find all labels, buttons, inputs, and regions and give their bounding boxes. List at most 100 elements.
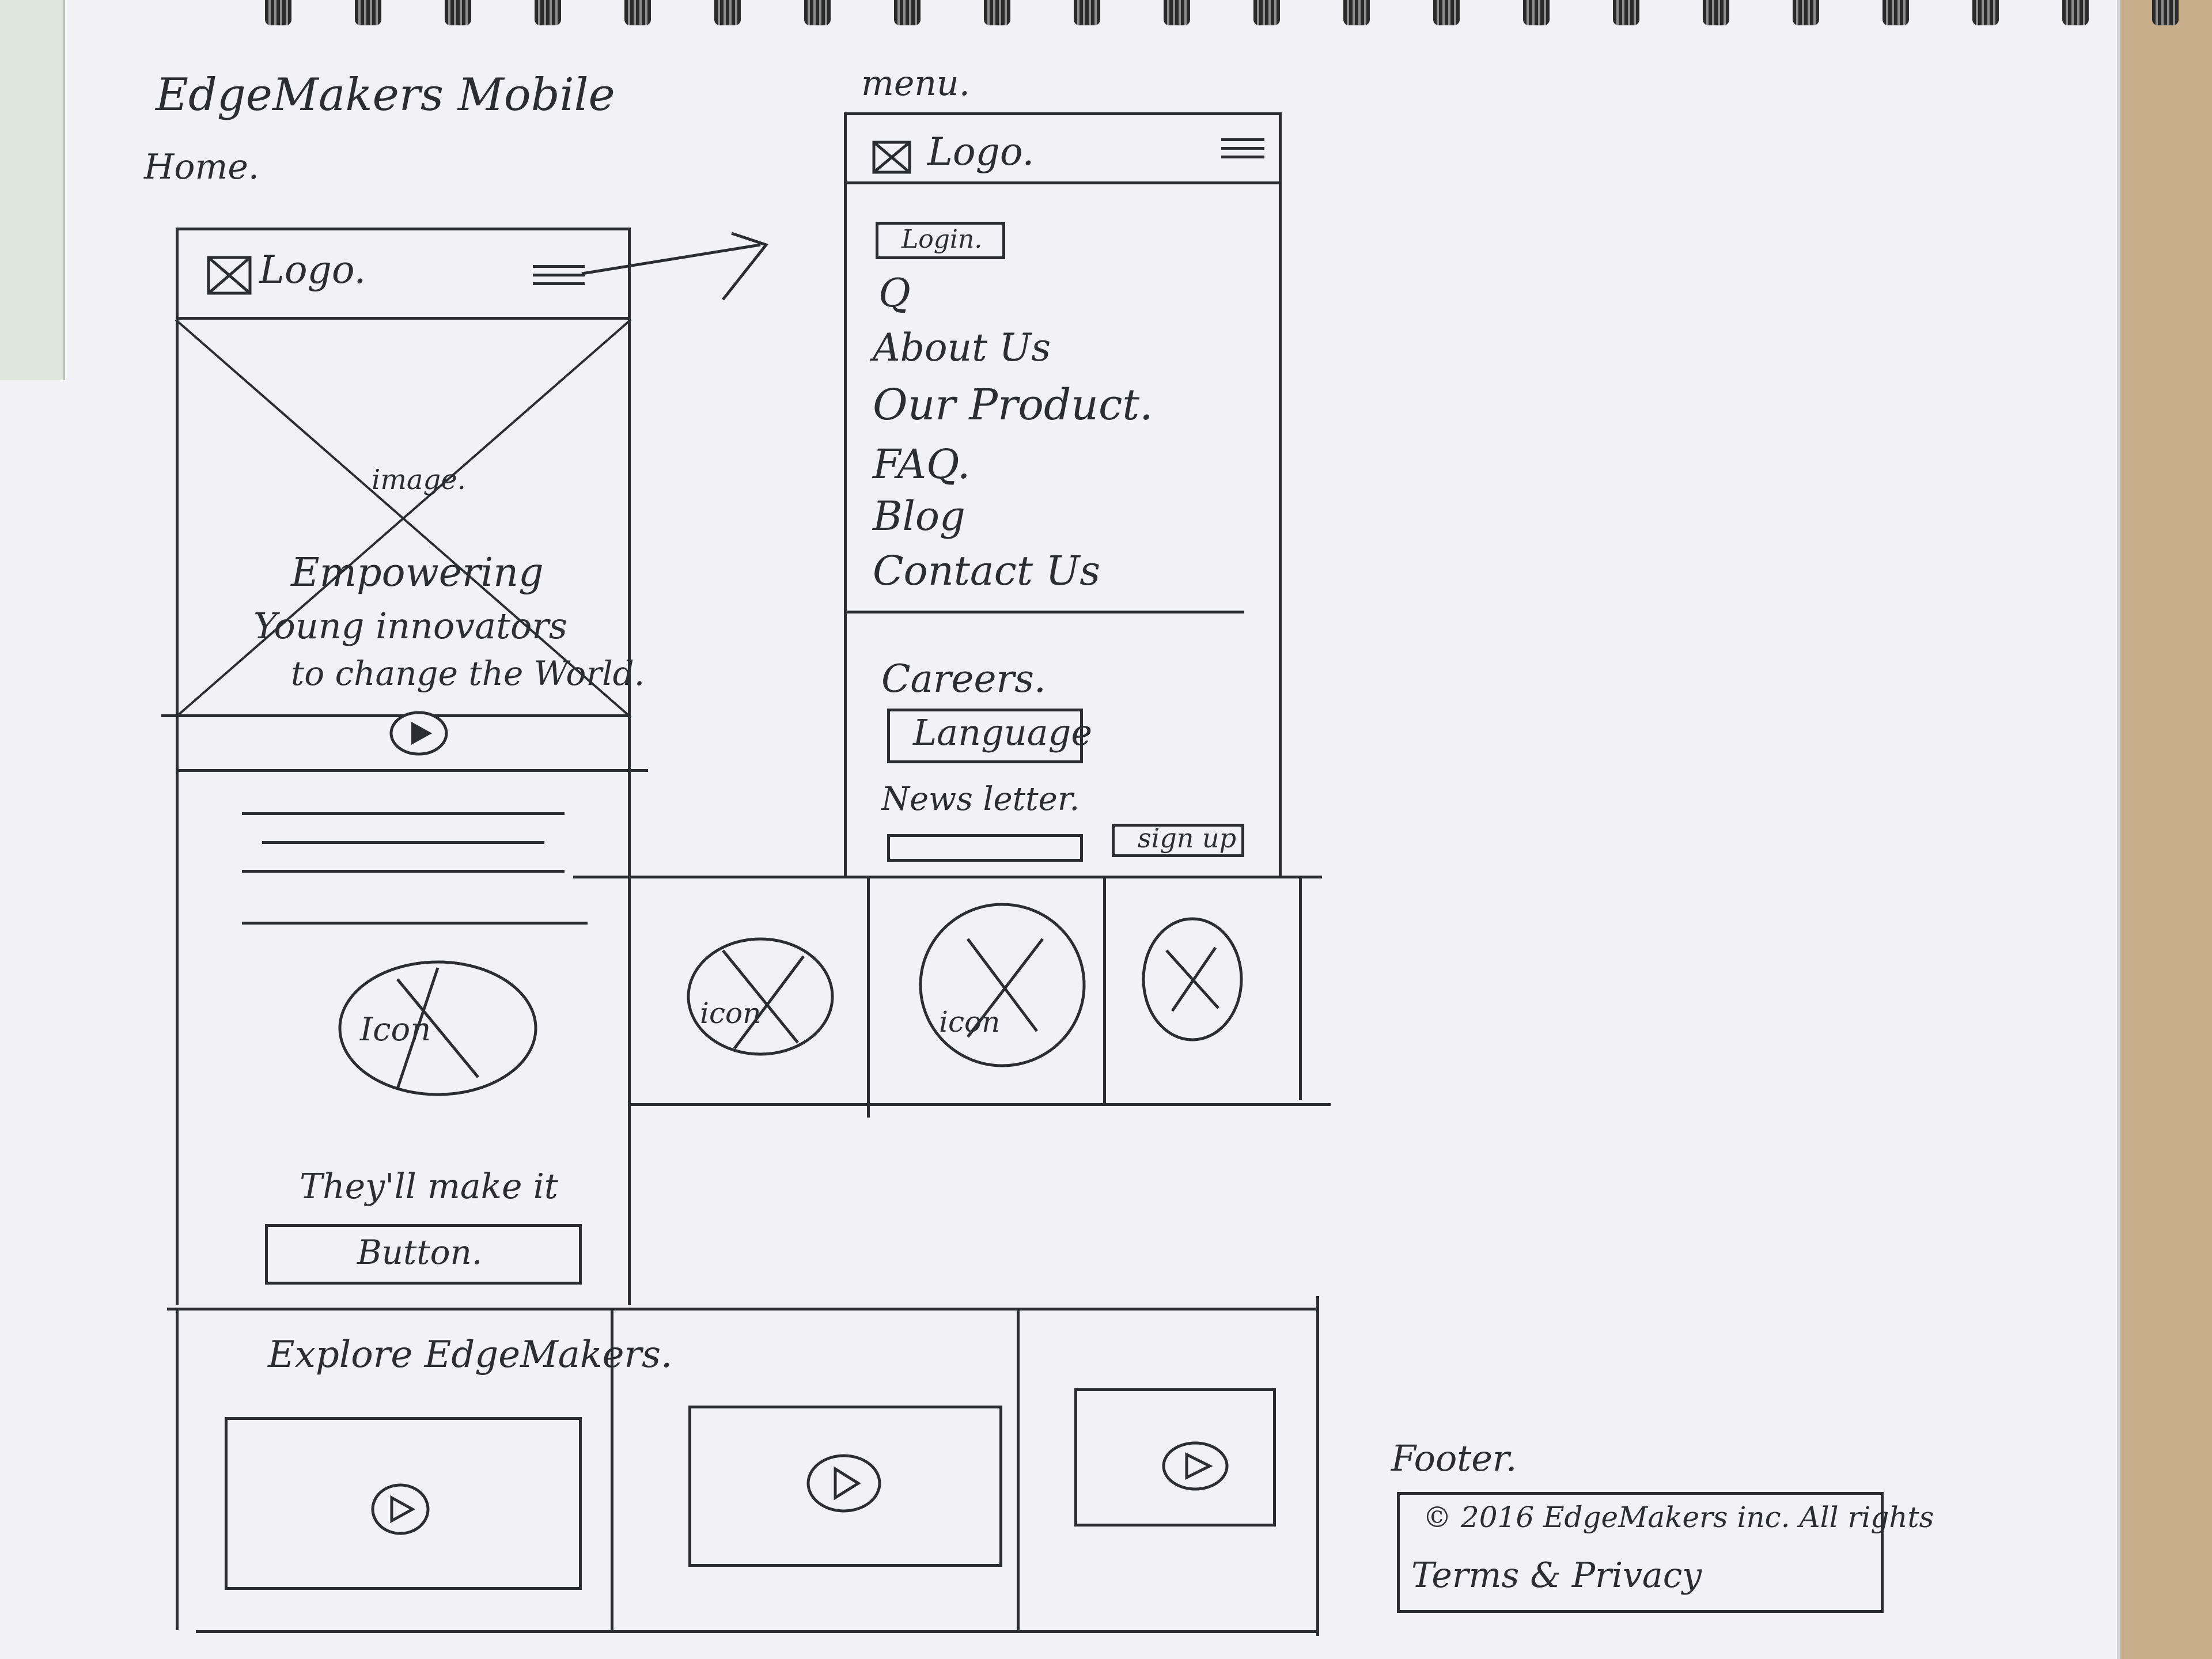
footer-frame xyxy=(1397,1492,1884,1613)
menu-divider xyxy=(847,611,1244,613)
home-icon-label: Icon xyxy=(360,1011,431,1048)
spiral-binding xyxy=(0,0,2179,30)
icon-strip-left-border xyxy=(628,899,631,1100)
menu-item-contact[interactable]: Contact Us xyxy=(873,547,1101,594)
menu-item-about[interactable]: About Us xyxy=(873,325,1051,370)
footer-terms-link[interactable]: Terms & Privacy xyxy=(1411,1555,1702,1596)
desk-surface xyxy=(2120,0,2212,1659)
hero-headline-3: to change the World. xyxy=(291,654,645,693)
spiral-ring xyxy=(445,0,471,25)
hero-play-icon[interactable] xyxy=(387,707,450,759)
signup-button-label: sign up xyxy=(1138,823,1237,854)
home-icon-placeholder xyxy=(338,960,537,1096)
text-placeholder-line-1 xyxy=(242,812,565,815)
icon-strip-top-line xyxy=(573,876,1322,878)
icon-strip-divider-2 xyxy=(1103,876,1106,1106)
newsletter-email-input[interactable] xyxy=(887,834,1083,862)
explore-right-border xyxy=(1316,1296,1319,1636)
spiral-ring xyxy=(1703,0,1729,25)
strip-icon-placeholder-3 xyxy=(1142,917,1243,1041)
spiral-ring xyxy=(984,0,1010,25)
home-header-divider xyxy=(176,317,631,320)
cta-button[interactable] xyxy=(265,1224,582,1285)
text-placeholder-line-4 xyxy=(242,922,588,925)
spiral-ring xyxy=(804,0,831,25)
home-logo-text: Logo. xyxy=(259,248,366,292)
explore-divider-1 xyxy=(611,1308,613,1630)
spiral-ring xyxy=(1074,0,1100,25)
spiral-ring xyxy=(1972,0,1999,25)
strip-icon-label-1: icon xyxy=(700,997,762,1030)
spiral-ring xyxy=(2062,0,2089,25)
hamburger-menu-icon[interactable] xyxy=(533,259,585,291)
strip-icon-placeholder-1 xyxy=(687,937,834,1056)
spiral-ring xyxy=(1433,0,1460,25)
spiral-ring xyxy=(355,0,381,25)
icon-strip-divider-1 xyxy=(867,876,870,1118)
cta-button-label: Button. xyxy=(357,1233,483,1272)
spiral-ring xyxy=(1613,0,1639,25)
sketch-title: EdgeMakers Mobile xyxy=(156,69,615,121)
explore-video-card-2[interactable] xyxy=(688,1406,1002,1567)
video-play-icon-3[interactable] xyxy=(1161,1440,1230,1492)
spiral-ring xyxy=(535,0,561,25)
hero-image-placeholder xyxy=(175,319,632,718)
newsletter-label: News letter. xyxy=(881,781,1080,818)
menu-logo-text: Logo. xyxy=(927,130,1035,174)
signup-button[interactable] xyxy=(1112,824,1244,857)
menu-logo-icon xyxy=(872,141,911,174)
spiral-ring xyxy=(1343,0,1370,25)
search-icon[interactable]: Q xyxy=(878,271,911,316)
spiral-ring xyxy=(1164,0,1190,25)
menu-header-divider xyxy=(844,181,1282,184)
hero-section-divider xyxy=(176,769,648,772)
spiral-ring xyxy=(265,0,291,25)
tagline-text: They'll make it xyxy=(300,1166,558,1207)
spiral-ring xyxy=(624,0,651,25)
menu-hamburger-icon[interactable] xyxy=(1221,132,1264,164)
explore-video-card-3[interactable] xyxy=(1074,1388,1276,1527)
menu-label: menu. xyxy=(861,63,970,104)
menu-item-product[interactable]: Our Product. xyxy=(873,380,1153,430)
explore-left-border xyxy=(176,1308,179,1630)
strip-icon-label-2: icon xyxy=(939,1005,1001,1039)
footer-label: Footer. xyxy=(1391,1437,1517,1479)
home-logo-icon xyxy=(207,256,252,295)
explore-bottom-line xyxy=(196,1630,1319,1633)
spiral-ring xyxy=(1883,0,1909,25)
text-placeholder-line-3 xyxy=(242,870,565,873)
spiral-ring xyxy=(1793,0,1819,25)
footer-copyright: © 2016 EdgeMakers inc. All rights xyxy=(1423,1501,1934,1534)
hero-bottom-line xyxy=(161,714,631,717)
side-sticker xyxy=(0,0,65,380)
home-label: Home. xyxy=(144,147,259,187)
login-button[interactable] xyxy=(876,222,1005,259)
home-phone-frame xyxy=(176,228,631,1305)
hero-image-label: image. xyxy=(372,464,466,496)
explore-divider-2 xyxy=(1017,1308,1020,1630)
icon-strip-right-border xyxy=(1299,876,1302,1100)
spiral-ring xyxy=(2152,0,2179,25)
spiral-ring xyxy=(1523,0,1550,25)
icon-strip-bottom-line xyxy=(628,1103,1331,1106)
login-button-label: Login. xyxy=(902,225,983,254)
menu-item-blog[interactable]: Blog xyxy=(873,493,965,540)
video-play-icon-2[interactable] xyxy=(804,1452,884,1515)
menu-item-careers[interactable]: Careers. xyxy=(881,657,1046,701)
hero-headline-1: Empowering xyxy=(291,550,544,596)
strip-icon-placeholder-2 xyxy=(919,903,1086,1067)
spiral-ring xyxy=(1253,0,1280,25)
explore-heading: Explore EdgeMakers. xyxy=(268,1334,673,1376)
language-selector[interactable] xyxy=(887,709,1083,763)
explore-top-line xyxy=(167,1308,1319,1310)
hero-headline-2: Young innovators xyxy=(253,605,567,647)
language-label: Language xyxy=(913,711,1093,753)
text-placeholder-line-2 xyxy=(262,841,544,844)
video-play-icon-1[interactable] xyxy=(369,1480,432,1538)
spiral-ring xyxy=(894,0,921,25)
sketchbook-page xyxy=(0,0,2120,1659)
spiral-ring xyxy=(714,0,741,25)
explore-video-card-1[interactable] xyxy=(225,1417,582,1590)
menu-item-faq[interactable]: FAQ. xyxy=(873,441,971,488)
arrow-to-menu-icon xyxy=(581,232,769,301)
